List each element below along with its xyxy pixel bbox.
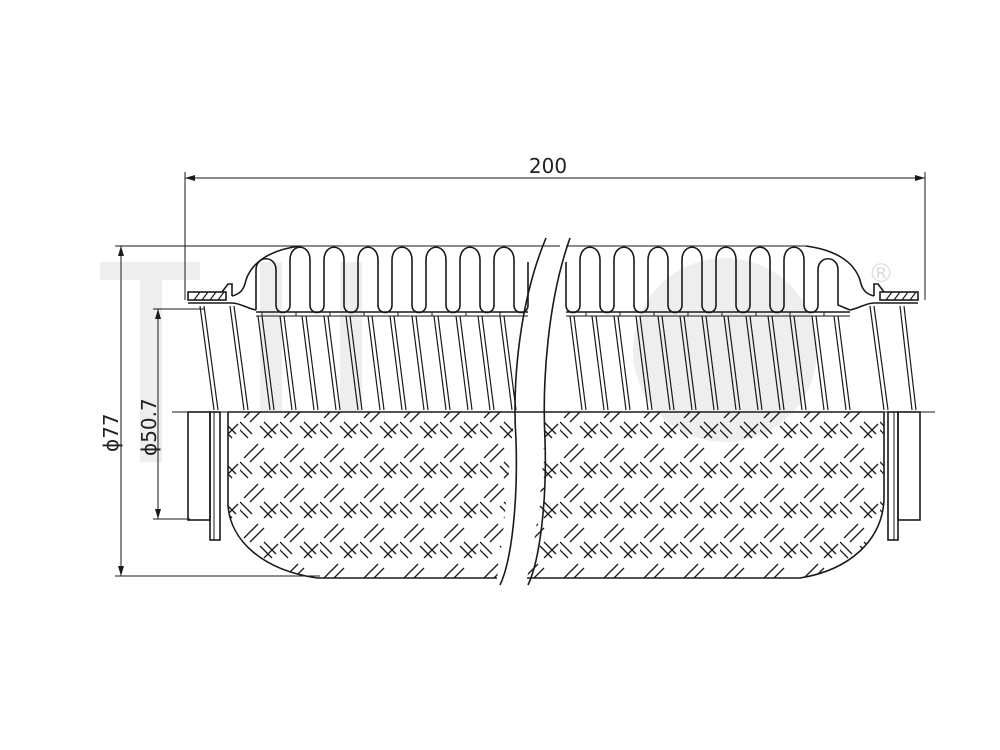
break-lines (499, 237, 571, 586)
inner-diameter-label: ϕ50.7 (137, 398, 161, 456)
outer-diameter-label: ϕ77 (99, 413, 123, 452)
upper-section-view (187, 245, 919, 411)
lower-braided-view (187, 411, 921, 579)
inner-diameter-dimension: ϕ50.7 (137, 308, 205, 520)
length-label: 200 (529, 154, 567, 178)
registered-trademark-mark: ® (868, 259, 894, 289)
length-dimension: 200 (184, 154, 926, 300)
